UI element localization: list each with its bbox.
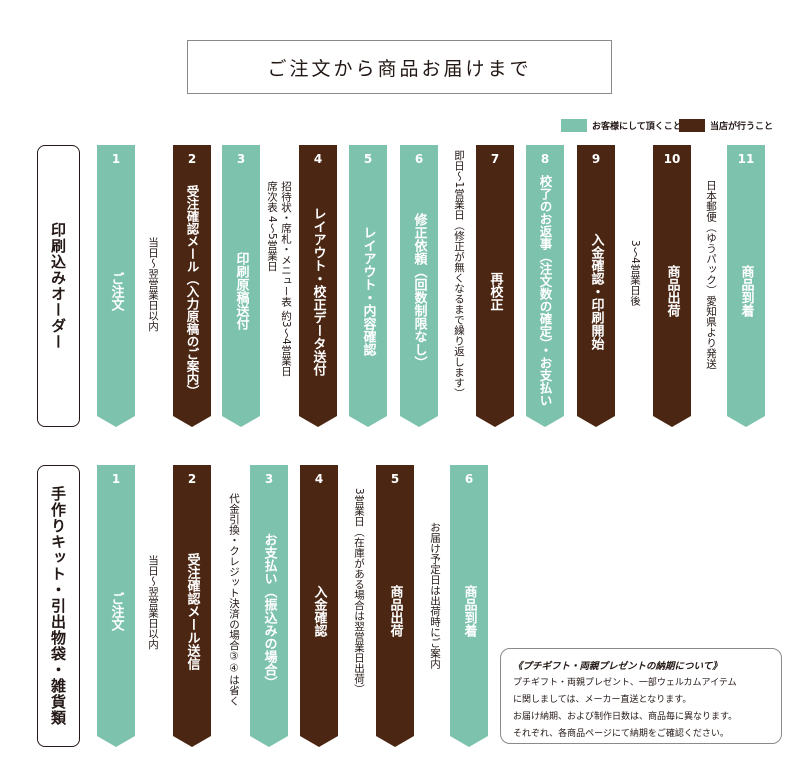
info-heading: 《プチギフト・両親プレゼントの納期について》 [513, 661, 722, 672]
step-number: 5 [390, 472, 400, 486]
legend-swatch-customer [561, 118, 587, 132]
info-line: それぞれ、各商品ページにて納期をご確認ください。 [513, 729, 729, 739]
step-label: 商品到着 [738, 265, 754, 317]
s2-step-3: 3 お支払い（振込みの場合） [250, 465, 288, 747]
section1-label-box: 印刷込みオーダー [37, 145, 80, 427]
step-label: 印刷原稿送付 [233, 252, 249, 330]
s2-step-5: 5 商品出荷 [376, 465, 414, 747]
info-line: お届け納期、および制作日数は、商品毎に異なります。 [513, 712, 738, 722]
step-number: 6 [414, 152, 424, 166]
step-label: 再校正 [487, 271, 503, 311]
section1-label: 印刷込みオーダー [49, 222, 67, 350]
s1-step-7: 7 再校正 [476, 145, 514, 427]
step-number: 2 [187, 152, 197, 166]
s1-step-3: 3 印刷原稿送付 [222, 145, 260, 427]
s1-step-9: 9 入金確認・印刷開始 [577, 145, 615, 427]
legend-label-shop: 当店が行うこと [710, 121, 774, 132]
step-number: 7 [490, 152, 500, 166]
step-number: 4 [313, 152, 323, 166]
section2-label: 手作りキット・引出物袋・雑貨類 [49, 486, 67, 726]
s2-note-1: 当日～翌営業日以内 [147, 555, 159, 650]
step-label: レイアウト・内容確認 [360, 226, 376, 356]
step-number: 3 [236, 152, 246, 166]
page-title: ご注文から商品お届けまで [267, 57, 532, 80]
s1-step-11: 11 商品到着 [727, 145, 765, 427]
step-number: 6 [464, 472, 474, 486]
step-label: 商品到着 [461, 585, 477, 637]
step-number: 8 [540, 152, 550, 166]
step-label: 修正依頼（回数制限なし） [411, 213, 427, 369]
step-label: 商品出荷 [664, 265, 680, 317]
step-label: 受注確認メール（入力原稿のご案内） [184, 184, 200, 398]
s1-step-10: 10 商品出荷 [653, 145, 691, 427]
s2-step-1: 1 ご注文 [97, 465, 135, 747]
s1-note-4: 即日～1営業日（修正が無くなるまで繰り返します） [453, 150, 465, 399]
s1-step-8: 8 校了のお返事（注文数の確定）・お支払い [526, 145, 564, 427]
step-number: 2 [187, 472, 197, 486]
s2-step-2: 2 受注確認メール送信 [173, 465, 211, 747]
s1-note-6: 日本郵便（ゆうパック）愛知県より発送 [705, 180, 717, 369]
legend-customer: お客様にして頂くこと [561, 118, 682, 132]
s1-step-5: 5 レイアウト・内容確認 [349, 145, 387, 427]
step-number: 11 [737, 152, 755, 166]
s2-note-2: 代金引換・クレジット決済の場合③④は省く [228, 493, 240, 706]
s1-note-5: 3～4営業日後 [629, 240, 641, 306]
info-line: プチギフト・両親プレゼント、一部ウェルカムアイテム [513, 678, 737, 688]
s1-note-2: 招待状・席札・メニュー表 約3～4営業日 [280, 181, 292, 377]
step-number: 1 [111, 152, 121, 166]
step-number: 10 [663, 152, 681, 166]
s1-note-3: 席次表 4～5営業日 [266, 181, 278, 272]
step-label: 入金確認・印刷開始 [588, 232, 604, 350]
step-label: 入金確認 [311, 585, 327, 637]
legend-label-customer: お客様にして頂くこと [592, 121, 682, 132]
step-number: 5 [363, 152, 373, 166]
step-label: 受注確認メール送信 [184, 552, 200, 670]
legend-shop: 当店が行うこと [679, 118, 773, 132]
s2-note-4: お届け予定日は出荷時にご案内 [429, 522, 441, 669]
step-number: 1 [111, 472, 121, 486]
step-label: 商品出荷 [387, 585, 403, 637]
step-number: 9 [591, 152, 601, 166]
info-line: に関しましては、メーカー直送となります。 [513, 695, 692, 705]
section2-label-box: 手作りキット・引出物袋・雑貨類 [37, 465, 80, 747]
s1-step-1: 1 ご注文 [97, 145, 135, 427]
delivery-info-box: 《プチギフト・両親プレゼントの納期について》 プチギフト・両親プレゼント、一部ウ… [500, 648, 782, 744]
legend-swatch-shop [679, 118, 705, 132]
s1-step-6: 6 修正依頼（回数制限なし） [400, 145, 438, 427]
s2-step-6: 6 商品到着 [450, 465, 488, 747]
step-number: 3 [264, 472, 274, 486]
s1-step-2: 2 受注確認メール（入力原稿のご案内） [173, 145, 211, 427]
page-title-box: ご注文から商品お届けまで [187, 40, 612, 94]
step-label: ご注文 [108, 591, 124, 631]
s1-note-1: 当日～翌営業日以内 [147, 237, 159, 332]
step-label: ご注文 [108, 271, 124, 311]
step-number: 4 [314, 472, 324, 486]
step-label: レイアウト・校正データ送付 [310, 206, 326, 376]
s2-note-3: 3営業日（在庫がある場合は翌営業日出荷） [353, 488, 365, 695]
step-label: お支払い（振込みの場合） [261, 533, 277, 689]
step-label: 校了のお返事（注文数の確定）・お支払い [537, 175, 553, 407]
s2-step-4: 4 入金確認 [300, 465, 338, 747]
s1-step-4: 4 レイアウト・校正データ送付 [299, 145, 337, 427]
